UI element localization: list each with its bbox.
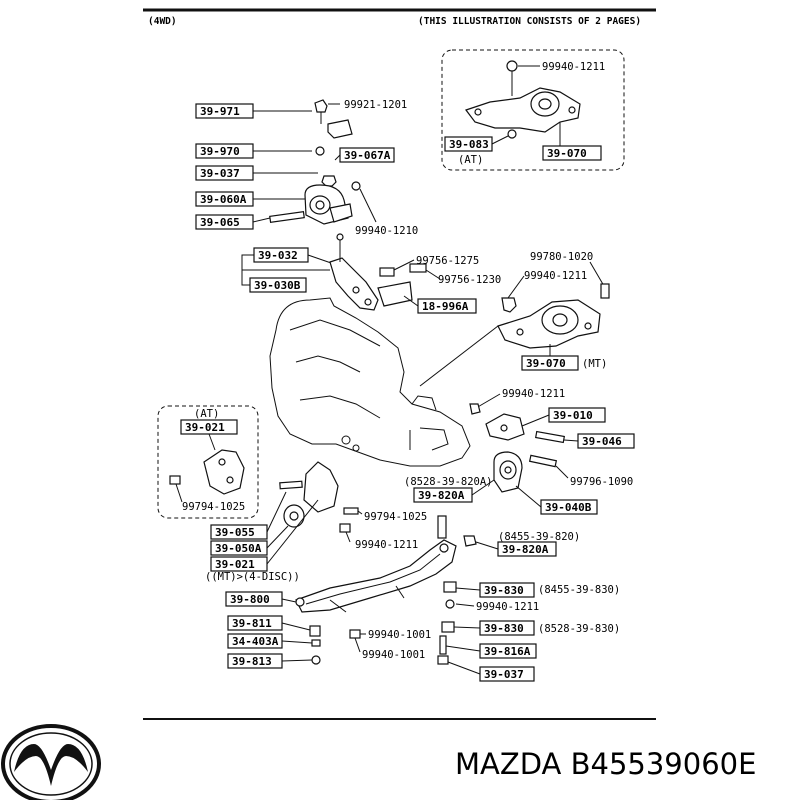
part-99940-1001-b: 99940-1001 xyxy=(362,649,425,661)
callout-39-065: 39-065 xyxy=(195,214,254,230)
svg-text:39-055: 39-055 xyxy=(215,526,255,539)
svg-text:18-996A: 18-996A xyxy=(422,300,469,313)
svg-text:39-816A: 39-816A xyxy=(484,645,531,658)
at-side-bracket xyxy=(169,449,245,495)
crossmember xyxy=(295,515,477,665)
part-8455-39-820: (8455-39-820) xyxy=(498,531,580,543)
svg-text:39-010: 39-010 xyxy=(553,409,593,422)
callout-39-820a-lower: 39-820A xyxy=(497,541,557,557)
part-99940-1211-e: 99940-1211 xyxy=(476,601,539,613)
callout-39-030b: 39-030B xyxy=(249,277,307,293)
at-mount-bracket xyxy=(465,60,581,139)
part-8455-39-830: (8455-39-830) xyxy=(538,584,620,596)
callout-39-800: 39-800 xyxy=(225,591,283,607)
callout-39-037-upper: 39-037 xyxy=(195,165,254,181)
callout-39-021-mt: 39-021 xyxy=(210,556,268,572)
part-99940-1211-c: 99940-1211 xyxy=(502,388,565,400)
header-right: (THIS ILLUSTRATION CONSISTS OF 2 PAGES) xyxy=(418,16,641,27)
callout-39-971: 39-971 xyxy=(195,103,254,119)
part-99794-1025-at: 99794-1025 xyxy=(182,501,245,513)
note-at-top: (AT) xyxy=(458,154,483,166)
svg-text:39-037: 39-037 xyxy=(484,668,524,681)
svg-text:39-813: 39-813 xyxy=(232,655,272,668)
svg-text:39-065: 39-065 xyxy=(200,216,240,229)
svg-text:39-830: 39-830 xyxy=(484,584,524,597)
part-99756-1230: 99756-1230 xyxy=(438,274,501,286)
callout-39-060a: 39-060A xyxy=(195,191,254,207)
part-8528-39-820a: (8528-39-820A) xyxy=(404,476,493,488)
svg-text:39-971: 39-971 xyxy=(200,105,240,118)
callout-39-021-at: 39-021 xyxy=(180,419,238,435)
upper-mount-assembly xyxy=(269,99,361,225)
callout-18-996a: 18-996A xyxy=(417,298,477,314)
callout-39-046: 39-046 xyxy=(577,433,635,449)
svg-text:39-811: 39-811 xyxy=(232,617,272,630)
callout-39-830-upper: 39-830 xyxy=(479,582,535,598)
part-99940-1001-a: 99940-1001 xyxy=(368,629,431,641)
part-99921-1201: 99921-1201 xyxy=(344,99,407,111)
note-at-left: (AT) xyxy=(194,408,219,420)
part-99780-1020: 99780-1020 xyxy=(530,251,593,263)
part-99940-1210: 99940-1210 xyxy=(355,225,418,237)
callout-39-970: 39-970 xyxy=(195,143,254,159)
svg-text:39-030B: 39-030B xyxy=(254,279,301,292)
callout-39-070-mt: 39-070 xyxy=(521,355,579,371)
callout-39-070-at: 39-070 xyxy=(542,145,602,161)
svg-text:39-040B: 39-040B xyxy=(545,501,592,514)
svg-text:39-820A: 39-820A xyxy=(502,543,549,556)
callout-39-083: 39-083 xyxy=(444,136,493,152)
engine-block xyxy=(269,297,471,467)
callout-39-813: 39-813 xyxy=(227,653,283,669)
svg-text:39-970: 39-970 xyxy=(200,145,240,158)
callout-39-037-lower: 39-037 xyxy=(479,666,535,682)
brand-part-number: MAZDA B45539060E xyxy=(455,747,756,781)
svg-text:39-800: 39-800 xyxy=(230,593,270,606)
part-99940-1211-d: 99940-1211 xyxy=(355,539,418,551)
at-inset-top xyxy=(441,49,625,171)
part-99796-1090: 99796-1090 xyxy=(570,476,633,488)
svg-text:39-050A: 39-050A xyxy=(215,542,262,555)
part-99940-1211-mt: 99940-1211 xyxy=(524,270,587,282)
engine-bracket xyxy=(329,233,427,311)
header-left: (4WD) xyxy=(148,16,177,27)
callout-39-032: 39-032 xyxy=(253,247,309,263)
svg-text:39-083: 39-083 xyxy=(449,138,489,151)
callout-39-055: 39-055 xyxy=(210,524,268,540)
svg-text:39-067A: 39-067A xyxy=(344,149,391,162)
svg-text:39-032: 39-032 xyxy=(258,249,298,262)
part-99794-1025: 99794-1025 xyxy=(364,511,427,523)
callout-39-050a: 39-050A xyxy=(210,540,268,556)
part-99940-1211-at: 99940-1211 xyxy=(542,61,605,73)
part-8528-39-830: (8528-39-830) xyxy=(538,623,620,635)
svg-text:39-021: 39-021 xyxy=(185,421,225,434)
callout-39-067a: 39-067A xyxy=(339,147,395,163)
callout-39-040b: 39-040B xyxy=(540,499,598,515)
mt-mount-bracket xyxy=(497,283,610,349)
callout-39-820a-upper: 39-820A xyxy=(413,487,473,503)
svg-text:34-403A: 34-403A xyxy=(232,635,279,648)
svg-text:39-060A: 39-060A xyxy=(200,193,247,206)
note-mt-4disc: ((MT)>(4-DISC)) xyxy=(205,571,300,583)
note-mt: (MT) xyxy=(582,358,607,370)
svg-text:39-037: 39-037 xyxy=(200,167,240,180)
left-lower-mount xyxy=(279,461,359,533)
callout-39-811: 39-811 xyxy=(227,615,283,631)
svg-text:39-820A: 39-820A xyxy=(418,489,465,502)
callout-39-010: 39-010 xyxy=(548,407,606,423)
callout-39-830-lower: 39-830 xyxy=(479,620,535,636)
svg-text:39-046: 39-046 xyxy=(582,435,622,448)
svg-text:39-021: 39-021 xyxy=(215,558,255,571)
at-inset-left xyxy=(157,405,259,519)
mazda-logo-icon xyxy=(1,724,101,800)
callout-34-403a: 34-403A xyxy=(227,633,283,649)
callout-39-816a: 39-816A xyxy=(479,643,537,659)
svg-text:39-830: 39-830 xyxy=(484,622,524,635)
svg-text:39-070: 39-070 xyxy=(547,147,587,160)
svg-text:39-070: 39-070 xyxy=(526,357,566,370)
part-99756-1275: 99756-1275 xyxy=(416,255,479,267)
right-mid-mount xyxy=(469,403,566,493)
